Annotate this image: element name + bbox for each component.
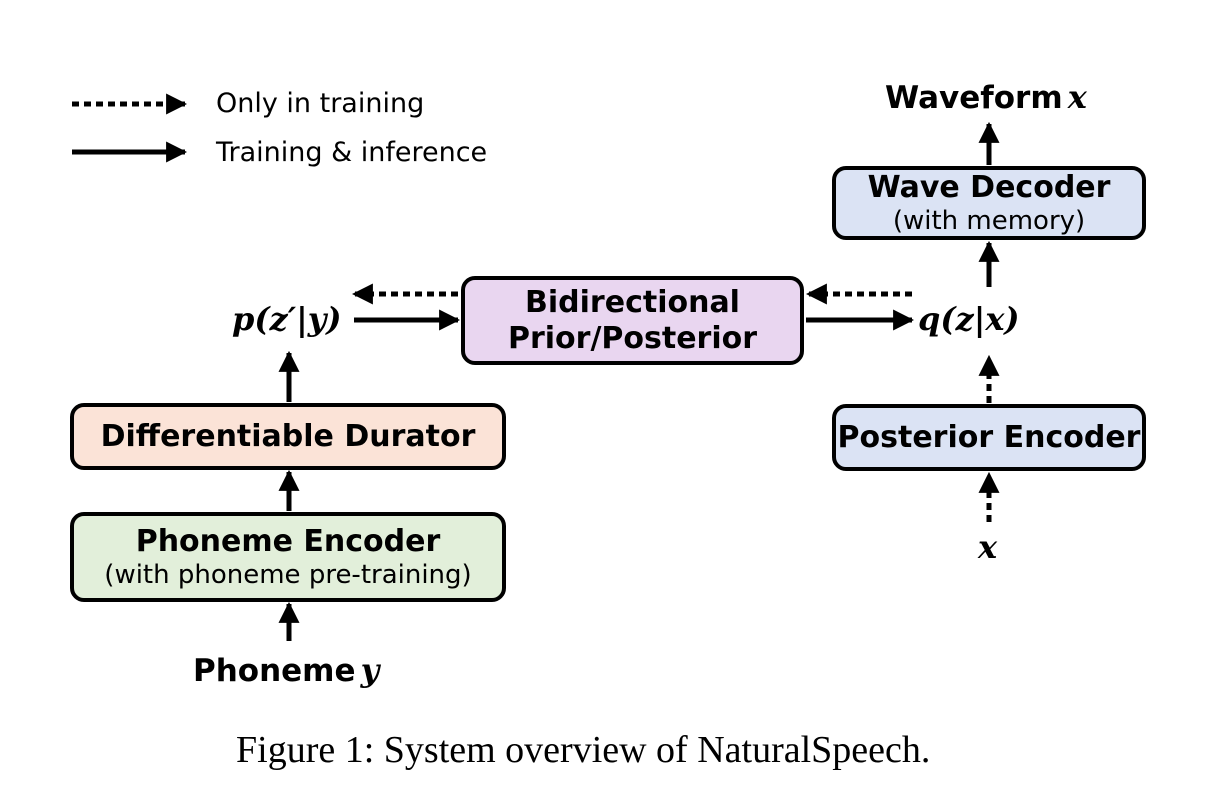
legend-dotted-label: Only in training xyxy=(216,88,425,119)
posterior-encoder-box: Posterior Encoder xyxy=(832,404,1146,471)
legend-solid-label: Training & inference xyxy=(216,137,488,168)
wave-decoder-subtitle: (with memory) xyxy=(892,206,1086,236)
phoneme-encoder-title: Phoneme Encoder xyxy=(135,524,441,559)
wave-decoder-box: Wave Decoder (with memory) xyxy=(832,166,1146,240)
figure-caption: Figure 1: System overview of NaturalSpee… xyxy=(236,729,931,771)
phoneme-encoder-box: Phoneme Encoder (with phoneme pre-traini… xyxy=(70,512,506,602)
waveform-variable: x xyxy=(1067,78,1087,116)
phoneme-variable: y xyxy=(360,651,380,689)
durator-title: Differentiable Durator xyxy=(100,418,476,454)
posterior-distribution-label: q(z|x) xyxy=(918,300,1020,338)
posterior-encoder-title: Posterior Encoder xyxy=(837,419,1141,455)
waveform-label: Waveform x xyxy=(885,78,1087,116)
bidirectional-prior-posterior-box: Bidirectional Prior/Posterior xyxy=(461,276,804,365)
wave-decoder-title: Wave Decoder xyxy=(867,170,1111,205)
bidirectional-line2: Prior/Posterior xyxy=(507,320,758,356)
phoneme-text: Phoneme xyxy=(193,653,356,689)
bidirectional-line1: Bidirectional xyxy=(525,284,740,320)
input-x-label: x xyxy=(978,528,998,566)
waveform-text: Waveform xyxy=(885,80,1063,116)
differentiable-durator-box: Differentiable Durator xyxy=(70,403,506,470)
prior-distribution-label: p(z′|y) xyxy=(232,300,342,338)
phoneme-encoder-subtitle: (with phoneme pre-training) xyxy=(104,560,472,590)
phoneme-input-label: Phoneme y xyxy=(193,651,379,689)
